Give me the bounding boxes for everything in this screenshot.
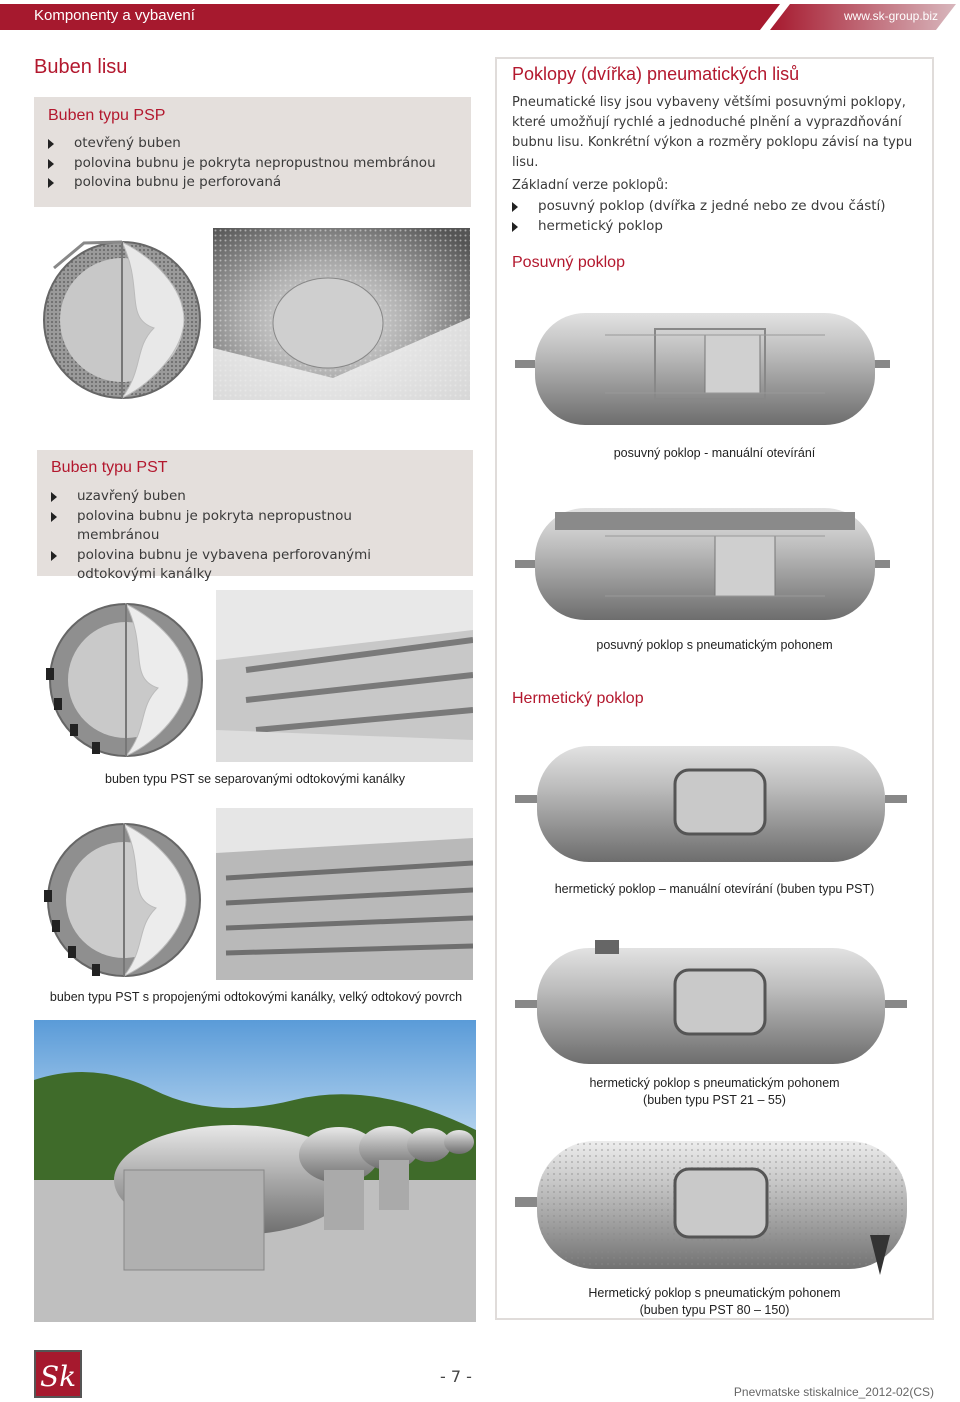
header-title: Komponenty a vybavení xyxy=(34,7,195,24)
intro-paragraph: Pneumatické lisy jsou vybaveny většími p… xyxy=(512,95,913,170)
caption-sliding-manual: posuvný poklop - manuální otevírání xyxy=(613,446,816,460)
sk-logo: Sk xyxy=(34,1350,82,1398)
list-item: polovina bubnu je pokryta nepropustnou m… xyxy=(37,507,437,546)
caption-line: (buben typu PST 80 – 150) xyxy=(639,1303,790,1317)
hermetic-hatch-pneumatic-large-image xyxy=(515,1135,915,1280)
psp-title: Buben typu PSP xyxy=(48,107,166,124)
hermetic-hatch-title: Hermetický poklop xyxy=(512,690,644,707)
pst-box: Buben typu PST uzavřený buben polovina b… xyxy=(37,450,473,582)
versions-label: Základní verze poklopů: xyxy=(512,178,669,193)
caption-hermetic-manual: hermetický poklop – manuální otevírání (… xyxy=(554,882,875,896)
arrow-icon xyxy=(512,202,518,212)
svg-text:Sk: Sk xyxy=(40,1360,76,1393)
page-number: - 7 - xyxy=(440,1367,472,1386)
pst-drum-section-image xyxy=(40,590,212,762)
arrow-icon xyxy=(48,158,54,169)
list-item: posuvný poklop (dvířka z jedné nebo ze d… xyxy=(498,197,922,217)
caption-sliding-pneumatic: posuvný poklop s pneumatickým pohonem xyxy=(596,638,833,652)
list-item: uzavřený buben xyxy=(37,487,437,507)
header-url[interactable]: www.sk-group.biz xyxy=(843,9,938,23)
list-item: otevřený buben xyxy=(34,134,464,154)
hermetic-hatch-pneumatic-image xyxy=(515,938,910,1073)
pst-separated-channels-photo xyxy=(216,590,473,762)
presses-outdoor-photo xyxy=(34,1020,476,1322)
caption-joined: buben typu PST s propojenými odtokovými … xyxy=(49,990,463,1004)
caption-line: (buben typu PST 21 – 55) xyxy=(643,1093,786,1107)
caption-line: Hermetický poklop s pneumatickým pohonem xyxy=(588,1286,841,1300)
list-item: polovina bubnu je pokryta nepropustnou m… xyxy=(34,154,464,174)
sliding-hatch-pneumatic-image xyxy=(515,500,895,630)
arrow-icon xyxy=(512,221,518,232)
arrow-icon xyxy=(51,511,57,522)
sliding-hatch-title: Posuvný poklop xyxy=(512,254,625,271)
psp-drum-inside-photo xyxy=(213,228,470,400)
arrow-icon xyxy=(51,492,57,502)
psp-drum-section-image xyxy=(34,228,210,400)
list-item: polovina bubnu je perforovaná xyxy=(34,173,464,193)
arrow-icon xyxy=(51,550,57,561)
sliding-hatch-manual-image xyxy=(515,305,895,435)
pst-title: Buben typu PST xyxy=(51,459,168,476)
psp-list: otevřený buben polovina bubnu je pokryta… xyxy=(34,134,464,193)
document-id: Pnevmatske stiskalnice_2012-02(CS) xyxy=(733,1385,934,1399)
caption-separated: buben typu PST se separovanými odtokovým… xyxy=(105,772,405,786)
hatches-panel xyxy=(495,57,934,1320)
hatches-intro: Pneumatické lisy jsou vybaveny většími p… xyxy=(512,93,922,236)
arrow-icon xyxy=(48,178,54,188)
hermetic-hatch-manual-image xyxy=(515,740,910,870)
versions-list: posuvný poklop (dvířka z jedné nebo ze d… xyxy=(498,197,922,236)
hatches-title: Poklopy (dvířka) pneumatických lisů xyxy=(512,64,800,84)
header-bar xyxy=(0,0,960,32)
pst-drum-section-image-2 xyxy=(36,808,212,980)
caption-hermetic-pneumatic-large: Hermetický poklop s pneumatickým pohonem… xyxy=(497,1286,932,1317)
pst-joined-channels-photo xyxy=(216,808,473,980)
arrow-icon xyxy=(48,139,54,149)
caption-line: hermetický poklop s pneumatickým pohonem xyxy=(589,1076,840,1090)
psp-box: Buben typu PSP otevřený buben polovina b… xyxy=(34,97,471,207)
list-item: polovina bubnu je vybavena perforovanými… xyxy=(37,546,437,585)
caption-hermetic-pneumatic: hermetický poklop s pneumatickým pohonem… xyxy=(497,1076,932,1107)
list-item: hermetický poklop xyxy=(498,217,922,237)
section-title: Buben lisu xyxy=(34,56,128,78)
pst-list: uzavřený buben polovina bubnu je pokryta… xyxy=(37,487,437,585)
